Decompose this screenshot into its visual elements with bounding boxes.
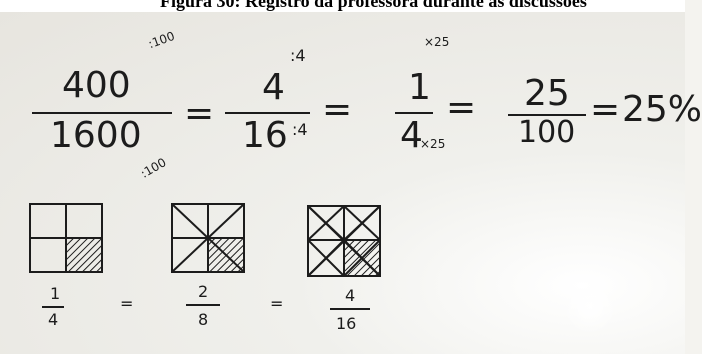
fraction-3-op-bottom: ×25 <box>420 137 446 151</box>
fraction-2-bar <box>225 112 310 114</box>
fraction-2-op-bottom: :4 <box>292 120 308 139</box>
light-glare <box>560 282 620 332</box>
grid-3-numerator: 4 <box>345 286 356 305</box>
fraction-3-op-top: ×25 <box>424 35 450 49</box>
equals-4: = <box>590 89 621 130</box>
grid-sixteenths <box>307 205 381 277</box>
figure-caption: Figura 30: Registro da professora durant… <box>160 0 587 11</box>
grid-1-denominator: 4 <box>48 310 59 329</box>
grid-equals-1: = <box>120 294 134 313</box>
grid-2-numerator: 2 <box>198 282 209 301</box>
fraction-3-bar <box>395 112 433 114</box>
equals-2: = <box>322 89 353 130</box>
equals-3: = <box>446 87 477 128</box>
fraction-2-numerator: 4 <box>262 67 285 108</box>
fraction-3-numerator: 1 <box>408 67 431 108</box>
equals-1: = <box>184 93 215 134</box>
fraction-1-numerator: 400 <box>62 65 131 106</box>
fraction-4-bar <box>508 114 586 116</box>
fraction-4-denominator: 100 <box>518 115 576 150</box>
grid-3-denominator: 16 <box>336 314 357 333</box>
grid-2-bar <box>186 304 220 306</box>
grid-equals-2: = <box>270 294 284 313</box>
percent-result: 25% <box>622 89 702 130</box>
grid-3-bar <box>330 308 370 310</box>
whiteboard-photo <box>0 12 685 354</box>
grid-quarters <box>29 203 103 273</box>
figure-caption-strip: Figura 30: Registro da professora durant… <box>0 0 685 12</box>
grid-1-bar <box>42 306 64 308</box>
fraction-grid-drawings <box>29 203 381 277</box>
fraction-1-denominator: 1600 <box>50 115 142 156</box>
grid-1-numerator: 1 <box>50 284 61 303</box>
fraction-3-denominator: 4 <box>400 115 423 156</box>
grid-eighths <box>171 203 245 273</box>
fraction-1-bar <box>32 112 172 114</box>
fraction-2-denominator: 16 <box>242 115 288 156</box>
fraction-4-numerator: 25 <box>524 73 570 114</box>
grid-2-denominator: 8 <box>198 310 209 329</box>
fraction-2-op-top: :4 <box>290 46 306 65</box>
